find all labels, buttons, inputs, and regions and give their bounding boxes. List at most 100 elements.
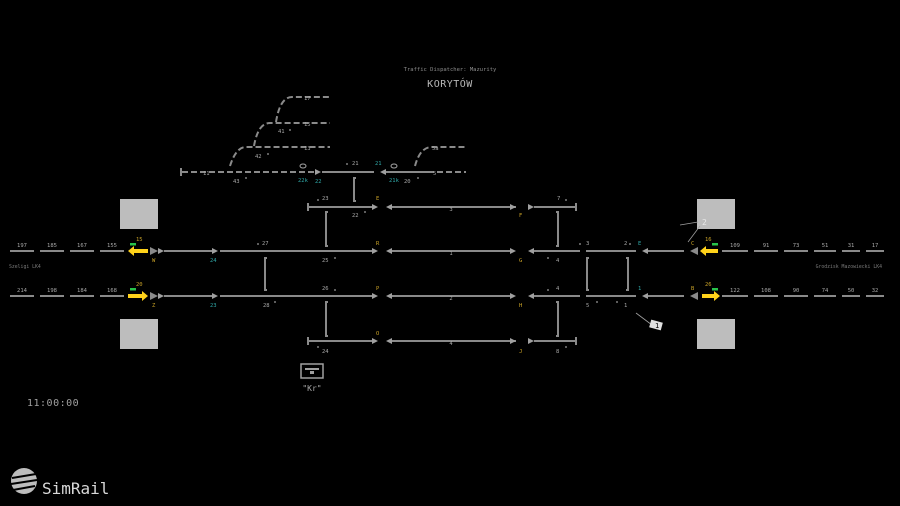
signal-letter[interactable]: R — [376, 241, 380, 247]
switch-number[interactable]: 7 — [557, 196, 560, 202]
switch-number[interactable]: 22 — [352, 213, 359, 219]
train-marker-1[interactable]: 1 — [635, 312, 663, 331]
switch-number[interactable]: 4 — [556, 286, 560, 292]
green-indicator-right-lower — [712, 288, 718, 291]
direction-right: Grodzisk Mazowiecki LK4 — [816, 264, 883, 270]
signal-letter[interactable]: H — [519, 303, 522, 309]
switch-number[interactable]: 4 — [556, 258, 560, 264]
track-circuit-label: 23 — [210, 303, 217, 309]
signal-letter[interactable]: F — [519, 213, 522, 219]
block-label: 155 — [107, 243, 117, 249]
track-circuit-label: 22k — [298, 178, 309, 184]
switch-number[interactable]: 23 — [322, 196, 329, 202]
panel-box-upper-right[interactable] — [697, 199, 735, 229]
block-label: 17 — [872, 243, 879, 249]
side-track-3 — [307, 203, 577, 211]
switch-number[interactable]: 20 — [404, 179, 411, 185]
brand-name: SimRail — [42, 479, 109, 498]
track-number: 15 — [304, 122, 311, 128]
track-number: 4 — [449, 341, 453, 347]
track-number: 1 — [449, 251, 452, 257]
signal-letter[interactable]: Z — [152, 303, 156, 309]
green-indicator-right-upper — [712, 243, 718, 246]
block-label: 91 — [763, 243, 770, 249]
track-number: 5 — [433, 171, 436, 177]
simrail-logo: SimRail — [10, 468, 109, 498]
switch-number[interactable]: 41 — [278, 129, 285, 135]
panel-box-upper-left[interactable] — [120, 199, 158, 229]
signal-number: 15 — [136, 237, 143, 243]
green-indicator-left-upper — [130, 243, 136, 246]
block-label: 51 — [822, 243, 829, 249]
signal-letter[interactable]: P — [376, 286, 380, 292]
track-circuit-label: 22 — [315, 179, 322, 185]
switch-number[interactable]: 1 — [624, 303, 627, 309]
signal-W-head[interactable] — [150, 247, 158, 255]
yellow-signal-arrows — [128, 243, 720, 301]
switch-number[interactable]: 26 — [322, 286, 329, 292]
track-circuit-label: 21k — [389, 178, 400, 184]
signal-letter[interactable]: G — [519, 258, 522, 264]
signal-number: 16 — [705, 237, 712, 243]
track-circuit-label: 1 — [638, 286, 641, 292]
switch-dots — [245, 129, 631, 348]
yard-devices — [299, 163, 398, 169]
switch-number[interactable]: 42 — [255, 154, 262, 160]
panel-box-lower-left[interactable] — [120, 319, 158, 349]
switch-box-kr[interactable]: "Kr" — [300, 363, 324, 393]
panel-box-lower-right[interactable] — [697, 319, 735, 349]
train-label: 2 — [702, 218, 707, 227]
track-circuit-label: 21 — [375, 161, 382, 167]
block-label: 74 — [822, 288, 829, 294]
switch-number[interactable]: 43 — [233, 179, 240, 185]
arrow-left-upper[interactable] — [128, 246, 148, 256]
switch-number[interactable]: 3 — [586, 241, 589, 247]
block-label: 90 — [793, 288, 800, 294]
yard-tracks — [182, 96, 466, 173]
track-number: 13 — [304, 146, 311, 152]
arrow-right-upper[interactable] — [700, 246, 718, 256]
switch-number[interactable]: 24 — [322, 349, 329, 355]
block-label: 109 — [730, 243, 740, 249]
arrow-left-lower[interactable] — [128, 291, 148, 301]
switch-number[interactable]: 27 — [262, 241, 269, 247]
block-label: 185 — [47, 243, 57, 249]
switch-number[interactable]: 28 — [263, 303, 270, 309]
left-approach-blocks — [10, 250, 124, 297]
switch-number[interactable]: 25 — [322, 258, 329, 264]
right-approach-blocks — [722, 250, 884, 297]
derailer-icon[interactable] — [390, 163, 398, 169]
signal-letter[interactable]: E — [376, 196, 379, 202]
switch-number[interactable]: 21 — [352, 161, 359, 167]
arrow-right-lower[interactable] — [702, 291, 720, 301]
switch-number[interactable]: 5 — [586, 303, 589, 309]
derailer-icon[interactable] — [299, 163, 307, 169]
block-label: 108 — [761, 288, 771, 294]
block-label: 31 — [848, 243, 855, 249]
block-label: 167 — [77, 243, 87, 249]
signal-number: 26 — [705, 282, 712, 288]
signal-letter[interactable]: C — [691, 241, 694, 247]
block-label: 50 — [848, 288, 855, 294]
signal-letter[interactable]: W — [152, 258, 156, 264]
switch-number[interactable]: 8 — [556, 349, 559, 355]
block-labels: 197 185 167 155 214 198 184 168 109 91 7… — [17, 243, 878, 294]
track-number: 2 — [449, 296, 452, 302]
crossovers — [264, 177, 629, 337]
signal-heads — [150, 247, 698, 300]
signal-D-head[interactable] — [690, 247, 698, 255]
block-label: 168 — [107, 288, 117, 294]
signal-B-head[interactable] — [690, 292, 698, 300]
signal-letter[interactable]: J — [519, 349, 522, 355]
track-number: 3 — [449, 207, 452, 213]
signal-letter[interactable]: O — [376, 331, 379, 337]
switch-number[interactable]: 2 — [624, 241, 627, 247]
train-marker-2[interactable]: 2 — [679, 218, 707, 243]
signal-Z-head[interactable] — [150, 292, 158, 300]
direction-left: Szeligi LK4 — [9, 264, 41, 270]
block-label: 198 — [47, 288, 57, 294]
dispatcher-subtitle: Traffic Dispatcher: Mazurity — [404, 67, 497, 73]
signal-letter[interactable]: B — [691, 286, 695, 292]
track-circuit-label: E — [638, 241, 641, 247]
simulation-clock: 11:00:00 — [27, 398, 79, 409]
